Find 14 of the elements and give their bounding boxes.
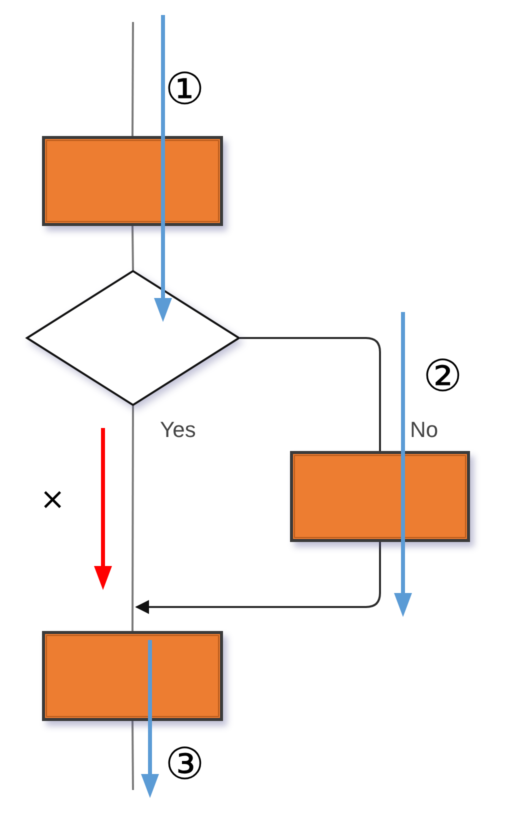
process-box: [42, 136, 223, 226]
connector-line: [132, 721, 134, 790]
process-box: [290, 451, 470, 542]
connector-line: [135, 542, 381, 614]
connector-line: [132, 226, 134, 270]
connector-line: [132, 406, 134, 631]
step-number: ③: [165, 743, 204, 787]
step-number: ①: [165, 68, 204, 112]
connector-line: [240, 337, 381, 451]
decision-diamond: [26, 270, 240, 406]
connector-line: [132, 22, 134, 136]
cross-mark: ×: [40, 485, 66, 515]
process-box: [42, 631, 223, 721]
step-number: ②: [423, 355, 462, 399]
